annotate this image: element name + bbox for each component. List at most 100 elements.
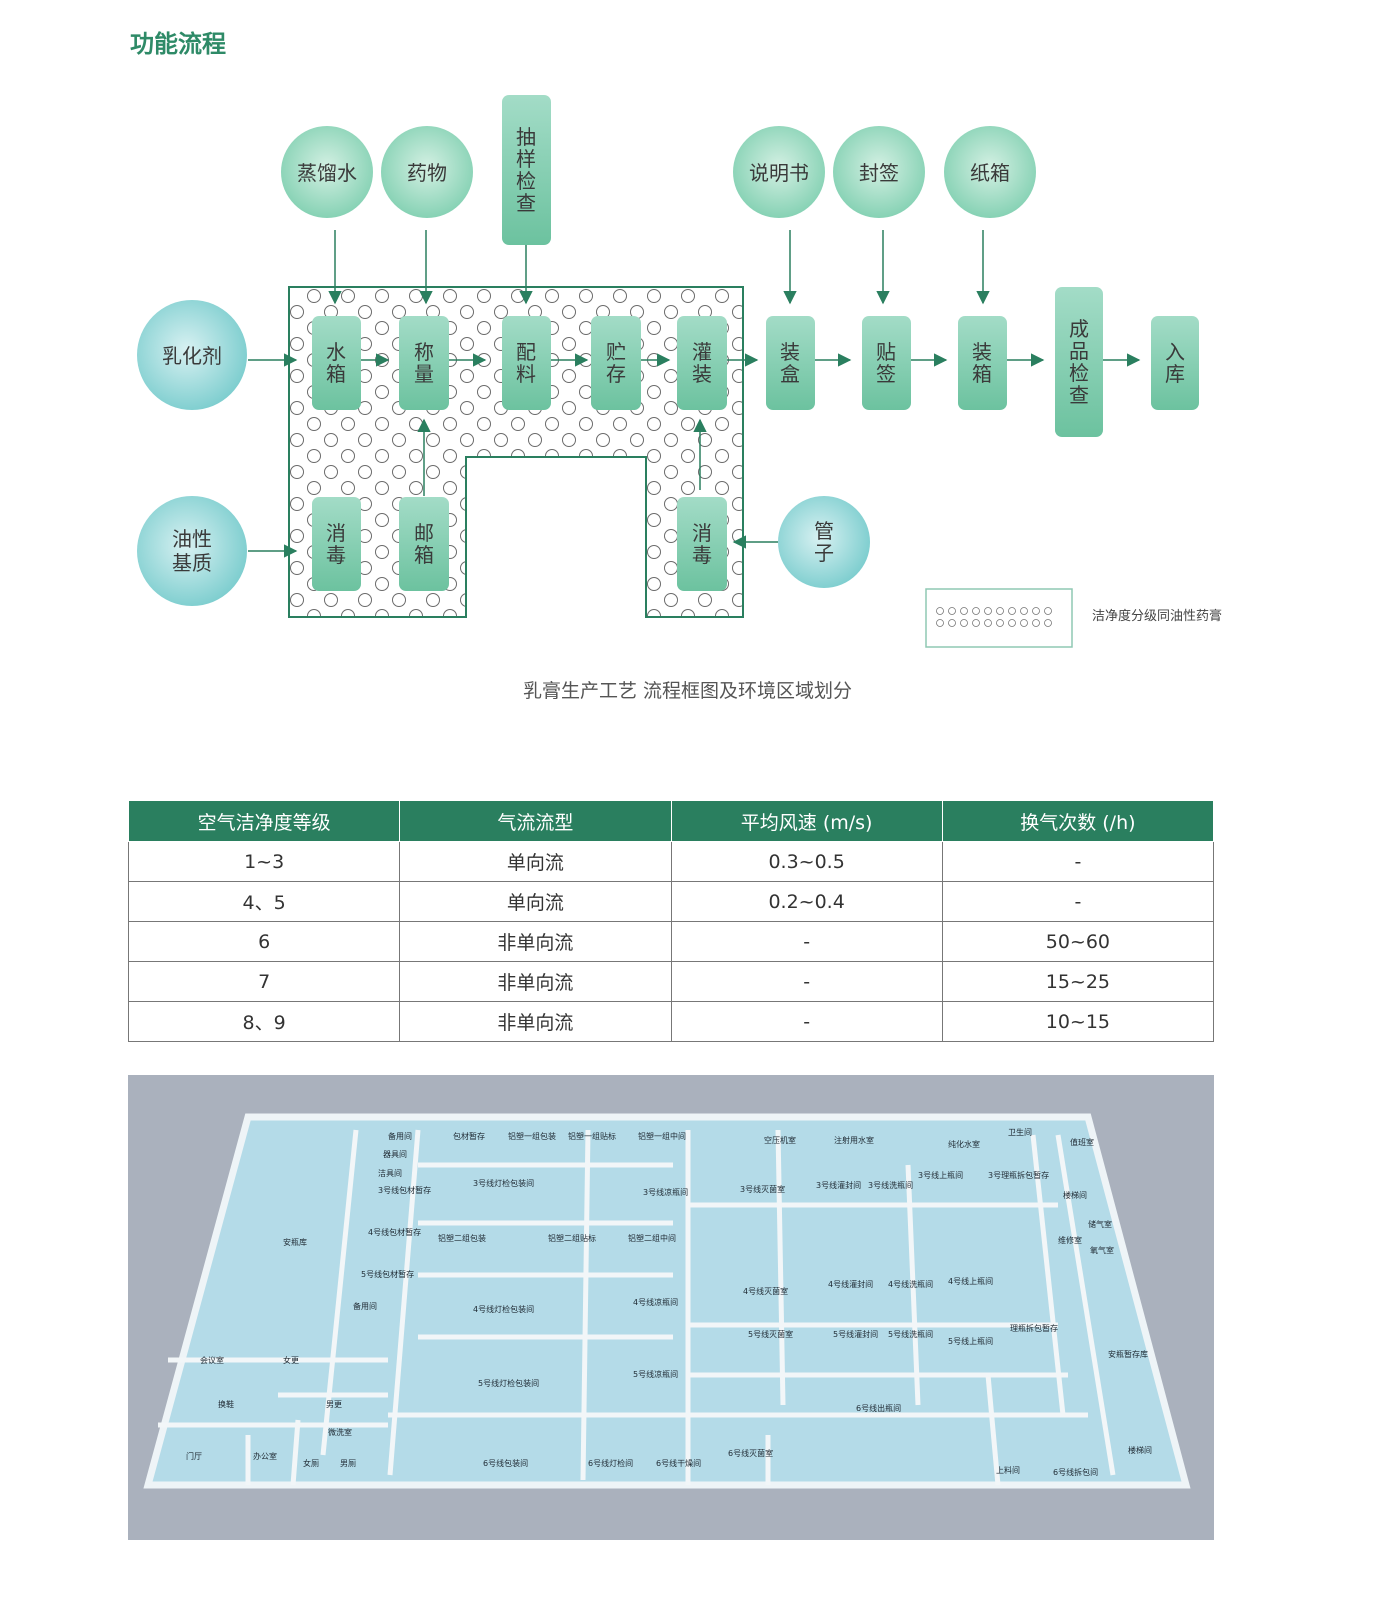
room-label: 3号线洗瓶间 [868, 1180, 913, 1190]
wall [1030, 1134, 1066, 1416]
step-box-store [591, 316, 641, 410]
step-pack-label: 装箱 [972, 340, 992, 386]
table-cell: 1~3 [127, 841, 401, 882]
table-cell: 4、5 [127, 881, 401, 922]
table-cell: 单向流 [399, 841, 672, 882]
table-header-row: 空气洁净度等级 气流流型 平均风速 (m/s) 换气次数 (/h) [127, 800, 1215, 842]
wall [775, 1129, 786, 1406]
room-label: 男厕 [340, 1459, 356, 1468]
room-label: 5号线灯检包装间 [478, 1378, 539, 1388]
room-label: 门厅 [186, 1451, 202, 1461]
room-label: 安瓶库 [283, 1237, 307, 1247]
step-inspect-label: 成品检查 [1069, 317, 1089, 407]
step-box-weigh [399, 316, 449, 410]
input-carton-label: 纸箱 [970, 161, 1010, 185]
table-cell: 7 [127, 961, 401, 1002]
room-label: 4号线包材暂存 [368, 1227, 421, 1237]
room-label: 器具间 [383, 1150, 407, 1159]
room-label: 洁具间 [378, 1168, 402, 1178]
room-label: 铝塑二组贴标 [548, 1233, 596, 1243]
table-cell: 6 [127, 921, 401, 962]
wall [985, 1374, 1001, 1486]
legend-dot [1020, 607, 1028, 615]
room-label: 铝塑二组包装 [438, 1233, 486, 1243]
input-drug-label: 药物 [407, 161, 447, 185]
input-circle-carton [944, 126, 1036, 218]
room-label: 氧气室 [1090, 1245, 1114, 1255]
room-label: 6号线灭菌室 [728, 1448, 773, 1458]
air-cleanliness-table: 空气洁净度等级 气流流型 平均风速 (m/s) 换气次数 (/h) 1~3 单向… [127, 800, 1215, 1042]
input-circle-drug [381, 126, 473, 218]
step-box-mix [502, 316, 551, 410]
legend-dot [996, 607, 1004, 615]
room-label: 5号线上瓶间 [948, 1336, 993, 1346]
room-label: 纯化水室 [948, 1139, 980, 1149]
room-label: 4号线灭菌室 [743, 1286, 788, 1296]
legend-dot [960, 607, 968, 615]
step-label-label: 贴签 [876, 340, 896, 386]
table-row: 6 非单向流 - 50~60 [127, 921, 1215, 962]
input-circle-manual [733, 126, 825, 218]
step-box-warehouse [1151, 316, 1199, 410]
room-label: 6号线灯检间 [588, 1458, 633, 1468]
legend-dot [1032, 619, 1040, 627]
room-label: 3号线凉瓶间 [643, 1187, 688, 1197]
flow-arrows [248, 230, 1141, 558]
page-title: 功能流程 [130, 30, 226, 58]
wall [580, 1129, 591, 1481]
table-cell: - [941, 841, 1215, 882]
legend-dot [1032, 607, 1040, 615]
step-box-inspect [1055, 287, 1103, 437]
table-row: 4、5 单向流 0.2~0.4 - [127, 881, 1215, 922]
room-label: 5号线包材暂存 [361, 1269, 414, 1279]
table-cell: 50~60 [941, 921, 1215, 962]
input-manual-label: 说明书 [749, 161, 809, 185]
legend-dot [984, 619, 992, 627]
input-circle-tube [778, 496, 870, 588]
room-label: 男更 [326, 1400, 342, 1409]
room-label: 铝塑一组贴标 [568, 1131, 616, 1141]
room-label: 办公室 [253, 1451, 277, 1461]
room-label: 铝塑一组中间 [638, 1131, 686, 1141]
process-flow-diagram: 蒸馏水 药物 说明书 封签 纸箱 乳化剂 油性基质 管子 抽样检查 水箱 称量 … [137, 95, 1222, 648]
step-box-disinfect-2 [677, 497, 727, 591]
room-label: 6号线出瓶间 [856, 1403, 901, 1413]
step-post-box-label: 邮箱 [414, 521, 434, 567]
table-cell: - [941, 881, 1215, 922]
room-label: 卫生间 [1008, 1127, 1032, 1137]
step-mix-label: 配料 [516, 340, 536, 386]
room-label: 安瓶暂存库 [1108, 1349, 1148, 1359]
room-label: 3号线灯检包装间 [473, 1178, 534, 1188]
legend-dot [1044, 607, 1052, 615]
table-cell: 8、9 [127, 1001, 401, 1042]
legend-dot [984, 607, 992, 615]
wall [290, 1419, 301, 1486]
factory-floor-plan: 备用间器具间洁具间包材暂存铝塑一组包装铝塑一组贴标铝塑一组中间空压机室注射用水室… [128, 1075, 1214, 1540]
column-header: 平均风速 (m/s) [670, 800, 943, 842]
input-water-label: 蒸馏水 [297, 161, 357, 185]
input-circle-seal [833, 126, 925, 218]
room-label: 楼梯间 [1063, 1190, 1087, 1200]
room-label: 3号线包材暂存 [378, 1185, 431, 1195]
step-disinfect-2-label: 消毒 [692, 521, 712, 567]
room-label: 维修室 [1058, 1235, 1082, 1245]
room-label: 3号线上瓶间 [918, 1170, 963, 1180]
room-label: 6号线拆包间 [1053, 1467, 1098, 1477]
room-label: 6号线包装间 [483, 1458, 528, 1468]
input-oil-base-label: 油性基质 [172, 527, 212, 575]
room-label: 4号线洗瓶间 [888, 1279, 933, 1289]
input-sample-label: 抽样检查 [516, 125, 536, 215]
room-label: 女更 [283, 1355, 299, 1365]
legend-dot [948, 607, 956, 615]
step-box-post-box [399, 497, 449, 591]
room-label: 楼梯间 [1128, 1445, 1152, 1455]
table-cell: 非单向流 [399, 961, 672, 1002]
table-cell: 非单向流 [399, 921, 672, 962]
wall [320, 1129, 359, 1456]
room-label: 3号线灌封间 [816, 1180, 861, 1190]
legend-dots [936, 607, 1052, 627]
room-label: 女厕 [303, 1458, 319, 1468]
room-label: 3号理瓶拆包暂存 [988, 1170, 1049, 1180]
column-header: 空气洁净度等级 [127, 800, 401, 842]
legend-dot [948, 619, 956, 627]
